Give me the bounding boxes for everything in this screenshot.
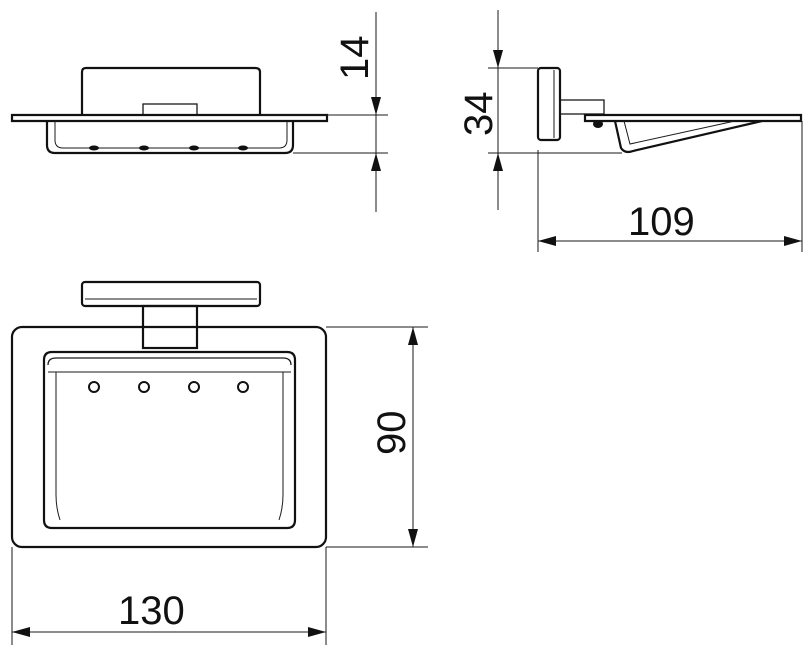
drain-hole-icon bbox=[88, 381, 100, 393]
drain-hole-icon bbox=[89, 145, 99, 151]
front-view bbox=[10, 280, 428, 645]
drain-hole-icon bbox=[237, 381, 249, 393]
dim-top-height: 14 bbox=[333, 36, 377, 81]
drain-hole-icon bbox=[138, 381, 150, 393]
top-view bbox=[10, 12, 388, 212]
dim-front-width: 130 bbox=[118, 589, 185, 633]
dim-side-height: 34 bbox=[457, 92, 501, 137]
dim-side-depth: 109 bbox=[628, 200, 695, 244]
drain-hole-icon bbox=[139, 145, 149, 151]
drain-hole-icon bbox=[188, 381, 200, 393]
drain-hole-icon bbox=[238, 145, 248, 151]
side-view bbox=[488, 10, 803, 252]
dim-front-height: 90 bbox=[370, 411, 414, 456]
drain-hole-icon bbox=[189, 145, 199, 151]
